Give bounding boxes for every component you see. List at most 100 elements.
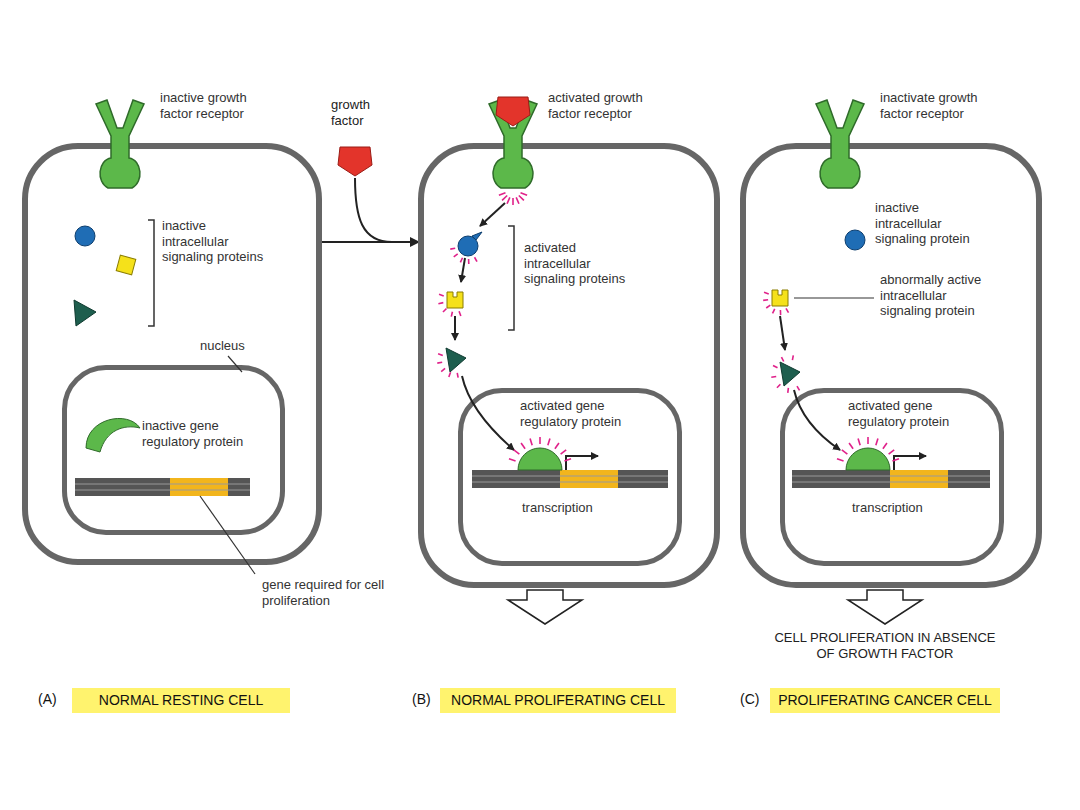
growth-factor-receptor bbox=[816, 100, 864, 188]
activity-ray bbox=[451, 312, 452, 317]
growth-factor-receptor bbox=[489, 100, 537, 188]
binding-arrow bbox=[355, 178, 392, 242]
gene-regulatory-protein bbox=[518, 448, 562, 470]
activity-ray bbox=[441, 368, 445, 371]
activity-ray bbox=[564, 459, 571, 461]
outcome-note: CELL PROLIFERATION IN ABSENCE OF GROWTH … bbox=[770, 630, 1000, 663]
leader-line bbox=[228, 356, 242, 372]
callout-label: inactivate growth factor receptor bbox=[880, 90, 992, 121]
nucleus-outline: activated gene regulatory protein transcr… bbox=[458, 388, 682, 566]
activity-ray bbox=[787, 388, 789, 393]
activity-ray bbox=[507, 197, 510, 203]
activity-ray bbox=[438, 354, 443, 356]
growth-factor bbox=[338, 147, 372, 176]
dna-strands bbox=[75, 484, 250, 490]
activity-ray bbox=[437, 361, 442, 363]
activity-ray bbox=[842, 450, 848, 454]
callout-label: inactive intracellular signaling protein bbox=[875, 200, 987, 247]
signaling-protein bbox=[447, 292, 463, 308]
activity-ray bbox=[858, 439, 860, 446]
signaling-protein bbox=[116, 255, 136, 275]
activity-ray bbox=[771, 376, 776, 378]
activity-ray bbox=[555, 443, 559, 449]
callout-label: inactive intracellular signaling protein… bbox=[162, 218, 274, 265]
callout-label: activated growth factor receptor bbox=[548, 90, 660, 121]
caption-text: NORMAL PROLIFERATING CELL bbox=[451, 692, 665, 709]
activity-ray bbox=[521, 193, 528, 195]
activity-ray bbox=[876, 439, 878, 446]
activity-ray bbox=[883, 443, 887, 449]
dna bbox=[75, 478, 250, 496]
gene bbox=[170, 478, 228, 496]
bracket bbox=[148, 220, 154, 326]
activity-ray bbox=[792, 355, 794, 360]
signaling-protein bbox=[74, 300, 96, 326]
growth-factor-receptor bbox=[96, 100, 144, 188]
transcription-arrow bbox=[566, 456, 598, 470]
panel-letter: (B) bbox=[412, 691, 452, 709]
activity-ray bbox=[475, 257, 478, 261]
signal-arrow bbox=[454, 316, 456, 340]
signal-arrow bbox=[462, 376, 514, 450]
cell-outline: inactivate growth factor receptorinactiv… bbox=[740, 143, 1042, 588]
activity-ray bbox=[450, 247, 455, 249]
signaling-protein bbox=[75, 226, 95, 246]
connector-arrow bbox=[322, 241, 418, 243]
activity-ray bbox=[521, 443, 525, 449]
gene bbox=[560, 470, 618, 488]
bracket bbox=[508, 226, 514, 330]
activity-ray bbox=[499, 193, 506, 195]
dna-strands bbox=[472, 476, 668, 482]
activity-ray bbox=[777, 384, 780, 388]
leader-line bbox=[200, 496, 255, 574]
transcription-arrow bbox=[894, 456, 926, 470]
callout-label: nucleus bbox=[200, 338, 260, 354]
activity-ray bbox=[459, 311, 461, 316]
activity-ray bbox=[837, 459, 844, 461]
activity-ray bbox=[786, 308, 789, 312]
activity-ray bbox=[561, 450, 567, 454]
activity-ray bbox=[548, 439, 550, 446]
activity-rays bbox=[437, 193, 899, 461]
activity-ray bbox=[502, 195, 507, 200]
activity-ray bbox=[780, 310, 782, 315]
activity-ray bbox=[512, 198, 514, 205]
activity-ray bbox=[766, 305, 770, 308]
gene-regulatory-protein bbox=[846, 448, 890, 470]
growth-factor bbox=[496, 97, 530, 126]
signaling-protein bbox=[772, 290, 788, 306]
activity-ray bbox=[454, 254, 458, 257]
dna-strands bbox=[792, 476, 990, 482]
callout-label: activated gene regulatory protein bbox=[520, 398, 632, 429]
activity-ray bbox=[438, 303, 443, 304]
signaling-protein bbox=[446, 348, 466, 372]
activity-ray bbox=[439, 294, 444, 296]
callout-label: activated gene regulatory protein bbox=[848, 398, 960, 429]
activity-ray bbox=[867, 437, 869, 444]
activity-ray bbox=[849, 443, 853, 449]
activity-ray bbox=[519, 195, 524, 200]
activity-ray bbox=[530, 439, 532, 446]
activity-ray bbox=[781, 357, 783, 361]
callout-label: transcription bbox=[522, 500, 622, 516]
activity-ray bbox=[456, 373, 458, 378]
activity-ray bbox=[892, 459, 899, 461]
activity-ray bbox=[449, 372, 451, 377]
gene bbox=[890, 470, 948, 488]
callout-label: gene required for cell proliferation bbox=[262, 577, 412, 608]
callout-label: inactive gene regulatory protein bbox=[142, 418, 254, 449]
activity-ray bbox=[773, 365, 777, 367]
signal-arrow bbox=[461, 258, 465, 282]
outcome-arrow bbox=[508, 590, 582, 624]
signal-arrow bbox=[780, 316, 785, 350]
activity-ray bbox=[509, 459, 516, 461]
caption-text: PROLIFERATING CANCER CELL bbox=[778, 692, 992, 709]
edge-label: growth factor bbox=[331, 97, 393, 130]
activity-ray bbox=[889, 450, 895, 454]
callout-label: activated intracellular signaling protei… bbox=[524, 240, 636, 287]
activity-ray bbox=[460, 258, 462, 263]
activity-ray bbox=[516, 197, 519, 203]
nucleus-outline: activated gene regulatory proteintranscr… bbox=[780, 388, 1004, 566]
leader-line bbox=[794, 297, 874, 298]
nucleus-outline: nucleusinactive gene regulatory proteing… bbox=[62, 365, 285, 535]
